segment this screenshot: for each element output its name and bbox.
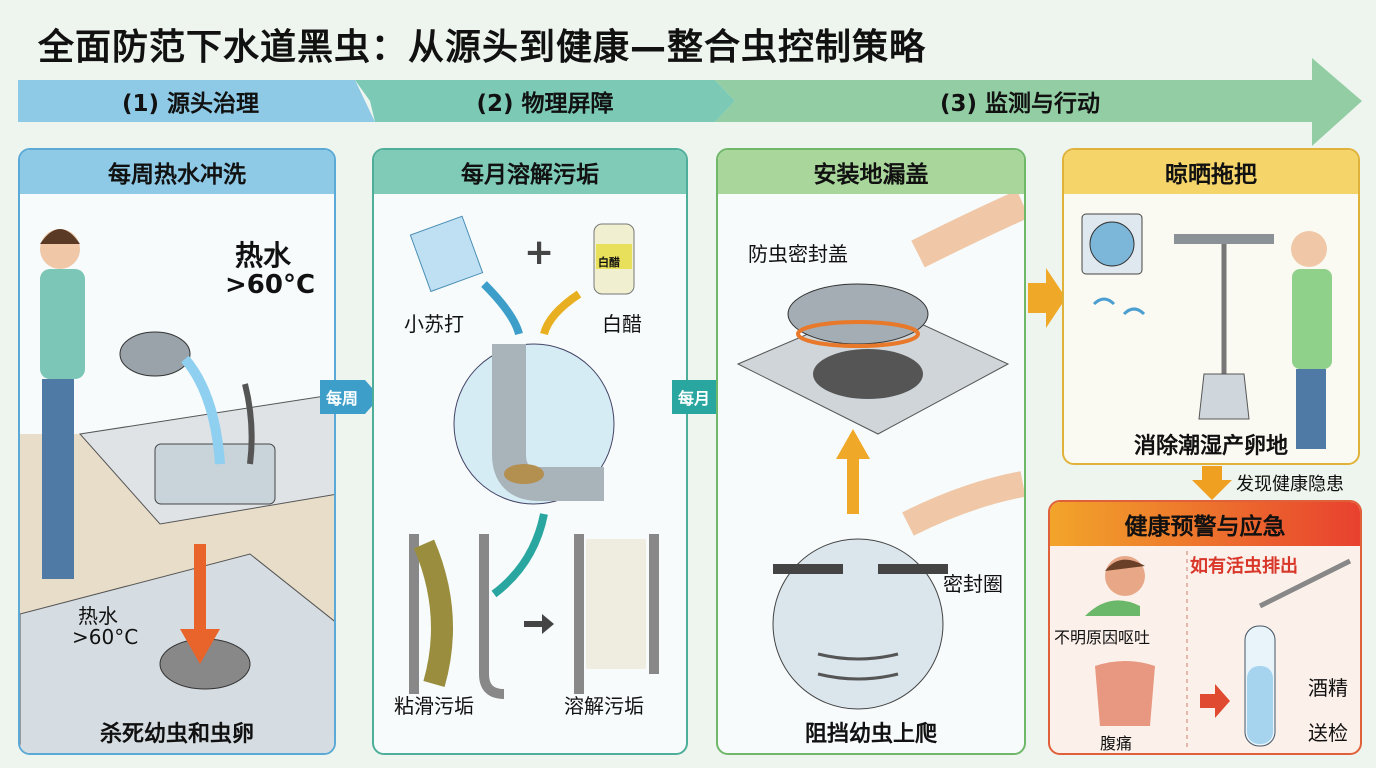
vinegar-bottle-label: 白醋	[598, 256, 620, 269]
panel-header: 每周热水冲洗	[20, 150, 334, 194]
seal-label: 密封圈	[943, 572, 1003, 596]
svg-text:+: +	[524, 232, 554, 273]
panel-dissolve: 每月溶解污垢 + 小苏打 白醋 白醋 粘滑污垢 溶解污垢	[372, 148, 688, 755]
stage-1-band	[18, 80, 375, 122]
baking-soda-label: 小苏打	[404, 312, 464, 336]
live-worm-label: 如有活虫排出	[1190, 556, 1298, 577]
drain-cover-illustration	[736, 194, 1024, 710]
down-arrow-icon	[1192, 466, 1232, 500]
hot-water-label-2: 热水	[78, 604, 118, 628]
cover-label: 防虫密封盖	[748, 242, 848, 266]
panel-header: 每月溶解污垢	[374, 150, 686, 194]
dry-mop-illustration	[1081, 213, 1332, 449]
stage-3-label: (3) 监测与行动	[939, 91, 1101, 117]
temp-label-2: >60°C	[72, 625, 139, 649]
dissolve-illustration: +	[409, 215, 659, 699]
panel-hot-water: 每周热水冲洗 热水 >60°C 热水 >60°C 杀死幼虫和虫卵	[18, 148, 336, 755]
hot-water-illustration	[20, 229, 334, 753]
page-title: 全面防范下水道黑虫：从源头到健康—整合虫控制策略	[38, 27, 927, 68]
panel-caption: 杀死幼虫和虫卵	[99, 722, 254, 747]
vinegar-label: 白醋	[602, 312, 642, 336]
panel-header: 晾晒拖把	[1064, 150, 1358, 194]
panel-caption: 消除潮湿产卵地	[1133, 434, 1288, 459]
trigger-label: 发现健康隐患	[1236, 474, 1344, 495]
panel-health-alert: 健康预警与应急 不明原因呕吐 腹痛 如有活虫排出 酒精 送检	[1048, 500, 1362, 755]
panel-header: 健康预警与应急	[1050, 502, 1360, 546]
dirty-label: 粘滑污垢	[394, 694, 474, 718]
clean-label: 溶解污垢	[564, 694, 644, 718]
panel-caption: 阻挡幼虫上爬	[804, 722, 937, 747]
stage-arrow-bg	[18, 58, 1362, 146]
panel-header: 安装地漏盖	[718, 150, 1024, 194]
health-illustration	[1085, 551, 1352, 751]
panel-drain-cover: 安装地漏盖 防虫密封盖 密封圈 阻挡幼虫上爬	[716, 148, 1026, 755]
stage-2-band	[355, 80, 735, 122]
stage-3-band	[715, 58, 1362, 146]
stage-1-label: (1) 源头治理	[121, 91, 260, 117]
pain-label: 腹痛	[1100, 734, 1133, 753]
vomit-label: 不明原因呕吐	[1054, 628, 1151, 647]
hot-water-label: 热水	[235, 239, 292, 272]
alcohol-label: 酒精	[1308, 676, 1348, 700]
panel-dry-mop: 晾晒拖把 消除潮湿产卵地	[1062, 148, 1360, 465]
temp-label: >60°C	[225, 270, 316, 300]
send-test-label: 送检	[1308, 721, 1348, 745]
stage-2-label: (2) 物理屏障	[476, 91, 614, 117]
weekly-connector: 每周	[320, 380, 380, 414]
orange-arrow-icon	[1028, 268, 1066, 328]
